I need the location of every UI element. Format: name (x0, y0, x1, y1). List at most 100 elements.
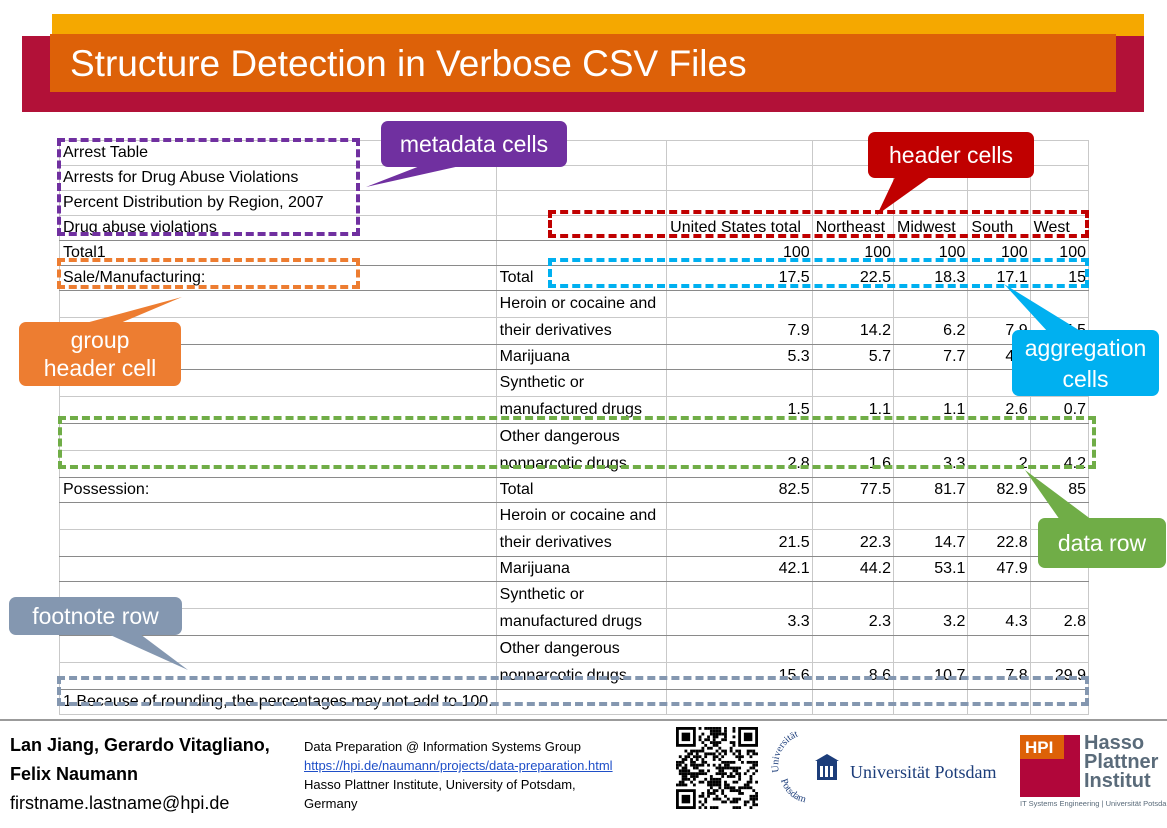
table-cell[interactable] (967, 190, 1031, 216)
table-cell[interactable] (1029, 689, 1090, 715)
table-cell[interactable] (1029, 140, 1090, 166)
table-cell[interactable] (59, 396, 497, 424)
table-cell[interactable] (59, 502, 497, 530)
table-cell[interactable]: Heroin or cocaine and (495, 290, 668, 318)
table-cell[interactable]: Midwest (893, 215, 969, 241)
table-cell[interactable] (967, 635, 1031, 663)
table-cell[interactable]: West (1029, 215, 1090, 241)
table-cell[interactable] (59, 423, 497, 451)
table-cell[interactable]: their derivatives (495, 317, 668, 345)
table-cell[interactable] (1029, 290, 1090, 318)
table-cell[interactable] (666, 165, 813, 191)
table-cell[interactable]: 5.3 (666, 344, 813, 370)
table-cell[interactable]: 42.1 (666, 556, 813, 582)
table-cell[interactable] (893, 502, 969, 530)
table-cell[interactable]: Percent Distribution by Region, 2007 (59, 190, 497, 216)
table-cell[interactable] (811, 290, 895, 318)
table-cell[interactable] (967, 290, 1031, 318)
table-cell[interactable] (59, 450, 497, 478)
table-cell[interactable] (666, 190, 813, 216)
table-cell[interactable]: 29.9 (1029, 662, 1090, 690)
table-cell[interactable]: 7.7 (893, 344, 969, 370)
table-cell[interactable] (967, 423, 1031, 451)
table-cell[interactable]: 15.6 (666, 662, 813, 690)
table-cell[interactable]: 81.7 (893, 477, 969, 503)
table-cell[interactable]: 1.1 (893, 396, 969, 424)
table-cell[interactable] (811, 423, 895, 451)
table-cell[interactable]: Northeast (811, 215, 895, 241)
table-cell[interactable] (893, 581, 969, 609)
table-cell[interactable]: 1.5 (666, 396, 813, 424)
table-cell[interactable]: 14.7 (893, 529, 969, 557)
table-cell[interactable]: 53.1 (893, 556, 969, 582)
table-cell[interactable] (1029, 190, 1090, 216)
table-cell[interactable]: 100 (967, 240, 1031, 266)
table-cell[interactable]: 4.3 (967, 608, 1031, 636)
table-cell[interactable]: 1 Because of rounding, the percentages m… (59, 689, 497, 715)
table-cell[interactable]: 85 (1029, 477, 1090, 503)
table-cell[interactable]: 22.5 (811, 265, 895, 291)
table-cell[interactable] (495, 689, 668, 715)
table-cell[interactable]: 14.2 (811, 317, 895, 345)
table-cell[interactable] (967, 502, 1031, 530)
table-cell[interactable]: 5.7 (811, 344, 895, 370)
table-cell[interactable] (893, 369, 969, 397)
table-cell[interactable] (495, 240, 668, 266)
table-cell[interactable] (893, 423, 969, 451)
table-cell[interactable] (666, 635, 813, 663)
table-cell[interactable]: 2.8 (666, 450, 813, 478)
table-cell[interactable] (893, 635, 969, 663)
table-cell[interactable]: 3.3 (893, 450, 969, 478)
table-cell[interactable]: Marijuana (495, 556, 668, 582)
table-cell[interactable]: Total1 (59, 240, 497, 266)
table-cell[interactable] (893, 689, 969, 715)
table-cell[interactable] (666, 140, 813, 166)
table-cell[interactable] (59, 635, 497, 663)
table-cell[interactable] (59, 290, 497, 318)
table-cell[interactable] (811, 689, 895, 715)
table-cell[interactable]: 0.7 (1029, 396, 1090, 424)
table-cell[interactable]: 22.8 (967, 529, 1031, 557)
table-cell[interactable] (666, 423, 813, 451)
table-cell[interactable] (811, 369, 895, 397)
table-cell[interactable]: 7.9 (666, 317, 813, 345)
table-cell[interactable]: Sale/Manufacturing: (59, 265, 497, 291)
table-cell[interactable]: their derivatives (495, 529, 668, 557)
table-cell[interactable] (967, 689, 1031, 715)
table-cell[interactable] (1029, 165, 1090, 191)
table-cell[interactable] (811, 502, 895, 530)
table-cell[interactable]: South (967, 215, 1031, 241)
table-cell[interactable]: 1.1 (811, 396, 895, 424)
table-cell[interactable]: United States total (666, 215, 813, 241)
table-cell[interactable]: 82.9 (967, 477, 1031, 503)
table-cell[interactable]: Total (495, 477, 668, 503)
table-cell[interactable] (666, 581, 813, 609)
table-cell[interactable]: manufactured drugs (495, 608, 668, 636)
table-cell[interactable] (666, 369, 813, 397)
table-cell[interactable]: 2.8 (1029, 608, 1090, 636)
table-cell[interactable] (1029, 635, 1090, 663)
table-cell[interactable]: 2.3 (811, 608, 895, 636)
table-cell[interactable]: 3.2 (893, 608, 969, 636)
table-cell[interactable] (666, 290, 813, 318)
table-cell[interactable]: 1.6 (811, 450, 895, 478)
table-cell[interactable]: 3.3 (666, 608, 813, 636)
table-cell[interactable]: Arrests for Drug Abuse Violations (59, 165, 497, 191)
table-cell[interactable]: 2 (967, 450, 1031, 478)
table-cell[interactable]: 22.3 (811, 529, 895, 557)
table-cell[interactable]: 15 (1029, 265, 1090, 291)
table-cell[interactable] (1029, 581, 1090, 609)
table-cell[interactable] (967, 581, 1031, 609)
table-cell[interactable] (811, 581, 895, 609)
table-cell[interactable]: 6.2 (893, 317, 969, 345)
table-cell[interactable]: 18.3 (893, 265, 969, 291)
table-cell[interactable]: 2.6 (967, 396, 1031, 424)
table-cell[interactable]: Marijuana (495, 344, 668, 370)
table-cell[interactable]: 100 (811, 240, 895, 266)
table-cell[interactable] (59, 529, 497, 557)
table-cell[interactable]: manufactured drugs (495, 396, 668, 424)
table-cell[interactable]: 82.5 (666, 477, 813, 503)
table-cell[interactable]: Synthetic or (495, 369, 668, 397)
table-cell[interactable]: 100 (893, 240, 969, 266)
table-cell[interactable] (59, 556, 497, 582)
